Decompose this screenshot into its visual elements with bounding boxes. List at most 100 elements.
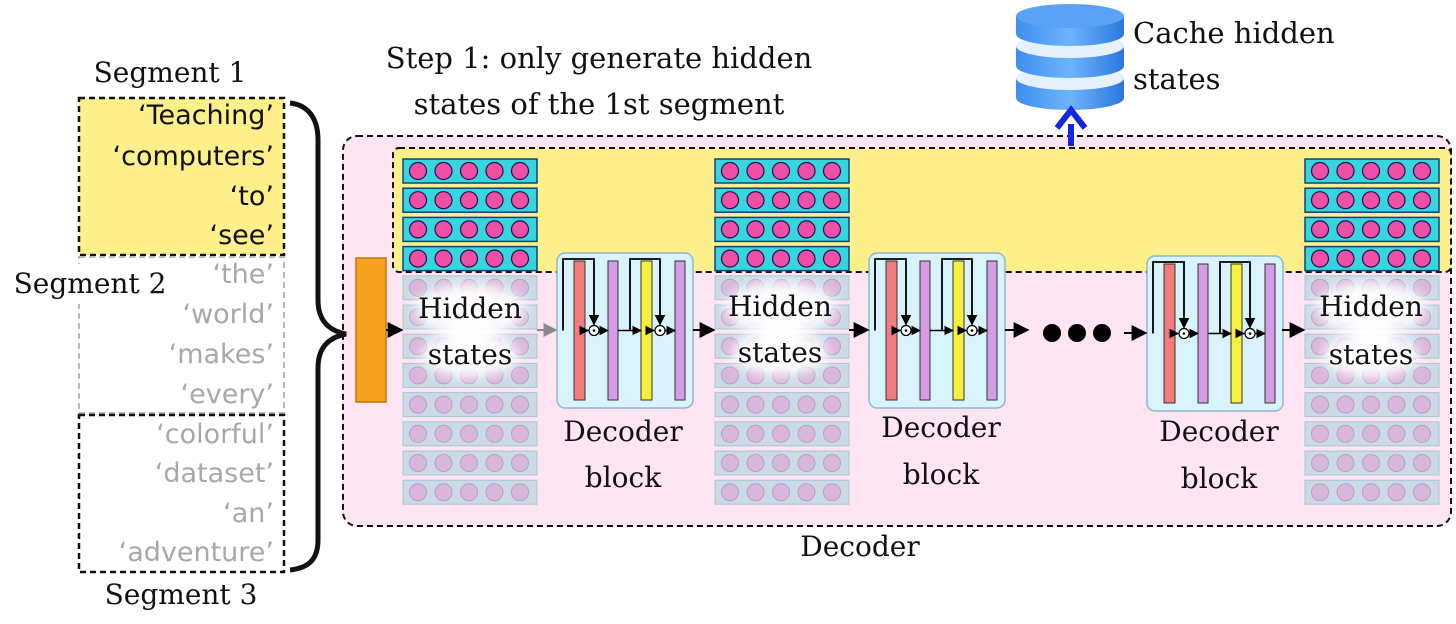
hidden-label-2-line-1: Hidden [728,290,832,323]
hidden-unit-circle [721,395,739,414]
norm-bar [919,260,931,401]
hidden-unit-circle [1311,395,1329,414]
hidden-unit-circle [746,249,765,268]
up-arrow-icon [1054,105,1088,146]
step-text-line-1: Step 1: only generate hidden [386,41,813,75]
hidden-state-row-active [714,187,850,213]
seg3-token-3: ‘an’ [223,498,274,529]
hidden-unit-circle [510,191,530,210]
hidden-unit-circle [434,395,453,414]
hidden-unit-circle [1311,278,1329,297]
multiply-node-icon [588,324,600,337]
seg2-token-3: ‘makes’ [169,339,274,370]
hidden-unit-circle [434,220,453,239]
hidden-unit-circle [1336,395,1355,414]
hidden-unit-circle [772,424,790,443]
hidden-unit-circle [1336,424,1355,443]
hidden-unit-circle [822,249,842,268]
hidden-unit-circle [460,454,478,472]
attention-bar [885,260,898,401]
norm-bar [986,260,998,401]
hidden-unit-circle [746,191,765,210]
residual-connection [562,258,600,331]
hidden-unit-circle [823,395,841,414]
hidden-unit-circle [1310,161,1330,181]
hidden-unit-circle [721,483,739,502]
norm-bar [1264,263,1276,404]
hidden-unit-circle [771,220,791,239]
hidden-unit-circle [1362,395,1380,414]
hidden-unit-circle [408,161,428,181]
hidden-unit-circle [746,220,765,239]
hidden-unit-circle [1412,191,1432,210]
hidden-unit-circle [746,161,765,181]
hidden-state-row-inactive [402,450,538,476]
hidden-unit-circle [434,454,453,472]
hidden-unit-circle [460,424,478,443]
hidden-unit-circle [1387,220,1406,239]
hidden-unit-circle [797,249,816,268]
hidden-unit-circle [746,424,765,443]
seg2-token-1: ‘the’ [213,259,274,290]
hidden-unit-circle [485,395,504,414]
hidden-unit-circle [720,220,740,239]
hidden-state-row-active [402,158,538,184]
decoder-block-2 [868,252,1006,409]
hidden-state-row-active [714,158,850,184]
norm-bar [1197,263,1209,404]
embedding-bar [355,257,387,403]
hidden-unit-circle [771,161,791,181]
hidden-state-row-active [1304,187,1440,213]
hidden-unit-circle [1412,220,1432,239]
decoder-block-1-label-line-1: Decoder [563,415,683,448]
hidden-unit-circle [510,220,530,239]
hidden-unit-circle [511,278,529,297]
hidden-unit-circle [823,483,841,502]
hidden-unit-circle [772,395,790,414]
multiply-node-icon [966,324,978,337]
residual-connection [874,258,912,331]
hidden-unit-circle [1412,161,1432,181]
decoder-block-3 [1146,255,1284,412]
hidden-state-row-active [1304,245,1440,272]
hidden-label-3-line-1: Hidden [1319,290,1423,323]
hidden-unit-circle [434,249,453,268]
hidden-unit-circle [511,424,529,443]
hidden-unit-circle [721,424,739,443]
hidden-unit-circle [434,483,453,502]
hidden-unit-circle [409,395,427,414]
hidden-unit-circle [1336,454,1355,472]
hidden-unit-circle [460,483,478,502]
hidden-state-row-active [1304,158,1440,184]
hidden-unit-circle [823,454,841,472]
ellipsis-icon [1043,324,1111,342]
hidden-unit-circle [510,161,530,181]
hidden-unit-circle [511,454,529,472]
seg1-token-2: ‘computers’ [113,141,274,172]
seg3-token-2: ‘dataset’ [155,458,274,489]
hidden-unit-circle [511,483,529,502]
hidden-unit-circle [459,249,479,268]
hidden-label-2-line-2: states [738,336,823,369]
seg3-token-1: ‘colorful’ [156,419,274,450]
hidden-unit-circle [1412,249,1432,268]
hidden-unit-circle [1362,454,1380,472]
seg2-token-2: ‘world’ [182,299,274,330]
decoder-block-3-label-line-1: Decoder [1159,415,1279,448]
hidden-unit-circle [409,366,427,385]
hidden-unit-circle [823,278,841,297]
norm-bar [607,260,619,401]
hidden-unit-circle [1413,366,1431,385]
decoder-block-1 [556,252,694,409]
hidden-unit-circle [746,454,765,472]
seg3-token-4: ‘adventure’ [119,537,274,568]
hidden-unit-circle [721,454,739,472]
hidden-state-row-inactive [402,479,538,505]
hidden-unit-circle [822,191,842,210]
segment-2-label-bg [8,264,176,304]
hidden-unit-circle [772,454,790,472]
hidden-label-1-line-2: states [428,338,513,371]
hidden-unit-circle [721,366,739,385]
hidden-label-1-line-1: Hidden [418,292,522,325]
hidden-unit-circle [485,424,504,443]
